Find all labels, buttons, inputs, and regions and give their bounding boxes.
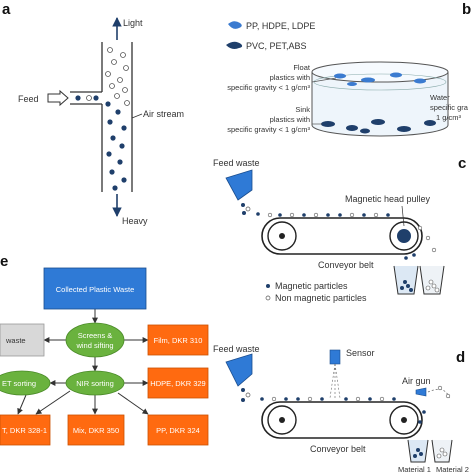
- ejected-particles-d: [418, 385, 451, 424]
- sink-label-3: specific gravity < 1 g/cm³: [227, 125, 310, 134]
- mix-box: [67, 414, 125, 446]
- feed-hopper-icon-c: [225, 169, 253, 201]
- float-label-2: plastics with: [270, 73, 310, 82]
- pp-label: PP, DKR 324: [156, 426, 200, 435]
- sensor-icon: [329, 349, 341, 365]
- conveyor-belt-c: [261, 217, 423, 255]
- feed-label: Feed: [18, 94, 39, 104]
- air-gun-label: Air gun: [402, 376, 431, 386]
- water-label-2: specific gra: [430, 103, 469, 112]
- nir-sorting-node: [65, 370, 125, 396]
- collection-bins-c: [393, 265, 445, 295]
- panel-a: a Feed Light Heavy Air stream: [2, 1, 184, 226]
- falling-particles-d: [241, 388, 251, 402]
- screens-label-2: wind sifting: [75, 341, 113, 350]
- legend-pp-swatch: [228, 21, 242, 29]
- water-label-1: Water: [430, 93, 450, 102]
- magnetic-particles-label: Magnetic particles: [275, 281, 348, 291]
- pet-label: T, DKR 328-1: [2, 426, 47, 435]
- feed-waste-label-d: Feed waste: [213, 344, 260, 354]
- feed-hopper-icon-d: [225, 353, 253, 387]
- conveyor-belt-label-d: Conveyor belt: [310, 444, 366, 454]
- magnetic-legend-dot: [266, 284, 270, 288]
- pp-box: [147, 414, 209, 446]
- film-box: [147, 324, 209, 356]
- falling-particles-c: [241, 203, 251, 215]
- sinking-plastics: [321, 119, 436, 134]
- air-stream-label: Air stream: [143, 109, 184, 119]
- float-pointer: [311, 77, 337, 83]
- float-label-1: Float: [293, 63, 311, 72]
- float-label-3: specific gravity < 1 g/cm³: [227, 83, 310, 92]
- non-magnetic-legend-dot: [265, 295, 271, 301]
- light-label: Light: [123, 18, 143, 28]
- sink-label-2: plastics with: [270, 115, 310, 124]
- waste-box: [0, 323, 45, 357]
- panel-e: e Collected Plastic Waste Screens & wind…: [0, 253, 209, 446]
- legend-pp-label: PP, HDPE, LDPE: [246, 21, 315, 31]
- water-label-3: 1 g/cm³: [436, 113, 462, 122]
- collection-bins-d: [407, 439, 453, 463]
- nir-sorting-label: NIR sorting: [76, 379, 114, 388]
- panel-d: d Feed waste Sensor Air g: [213, 344, 469, 474]
- waste-label: waste: [5, 336, 26, 345]
- film-label: Film, DKR 310: [154, 336, 203, 345]
- heavy-label: Heavy: [122, 216, 148, 226]
- belt-particles-c: [256, 212, 437, 260]
- magnetic-head-pulley-label: Magnetic head pulley: [345, 194, 431, 204]
- conveyor-belt-label-c: Conveyor belt: [318, 260, 374, 270]
- feed-waste-label-c: Feed waste: [213, 158, 260, 168]
- sensor-beam: [329, 363, 341, 399]
- legend-pvc-label: PVC, PET,ABS: [246, 41, 307, 51]
- collected-plastic-waste-label: Collected Plastic Waste: [56, 285, 135, 294]
- screens-wind-sifting-node: [65, 322, 125, 358]
- conveyor-belt-d: [261, 401, 423, 439]
- material-1-label: Material 1: [398, 465, 431, 474]
- non-magnetic-particles-label: Non magnetic particles: [275, 293, 367, 303]
- hdpe-label: HDPE, DKR 329: [150, 379, 205, 388]
- screens-label-1: Screens &: [78, 331, 113, 340]
- hdpe-box: [147, 367, 209, 399]
- pet-box: [0, 414, 51, 446]
- panel-letter-d: d: [456, 349, 465, 366]
- light-particles: [86, 47, 130, 106]
- heavy-particles: [75, 95, 127, 191]
- legend-pvc-swatch: [226, 41, 243, 49]
- mix-label: Mix, DKR 350: [73, 426, 119, 435]
- panel-letter-c: c: [458, 155, 466, 172]
- sink-label-1: Sink: [295, 105, 310, 114]
- pulley-pointer: [401, 205, 405, 227]
- sensor-label: Sensor: [346, 348, 375, 358]
- panel-letter-b: b: [462, 1, 471, 18]
- collected-plastic-waste-box: [43, 267, 147, 310]
- air-gun-icon: [415, 387, 427, 397]
- et-sorting-label: ET sorting: [2, 379, 36, 388]
- air-stream-pointer: [131, 113, 143, 119]
- floating-plastics: [334, 72, 426, 86]
- feed-arrow-icon: [47, 89, 69, 107]
- water-tank: [311, 61, 449, 137]
- panel-letter-e: e: [0, 253, 8, 270]
- flow-connectors: [17, 309, 149, 415]
- panel-letter-a: a: [2, 1, 11, 18]
- belt-particles-d: [260, 396, 396, 402]
- et-sorting-node: [0, 370, 51, 396]
- material-2-label: Material 2: [436, 465, 469, 474]
- panel-c: c Feed waste: [213, 155, 466, 303]
- panel-b: b PP, HDPE, LDPE PVC, PET,ABS Float plas…: [226, 1, 471, 137]
